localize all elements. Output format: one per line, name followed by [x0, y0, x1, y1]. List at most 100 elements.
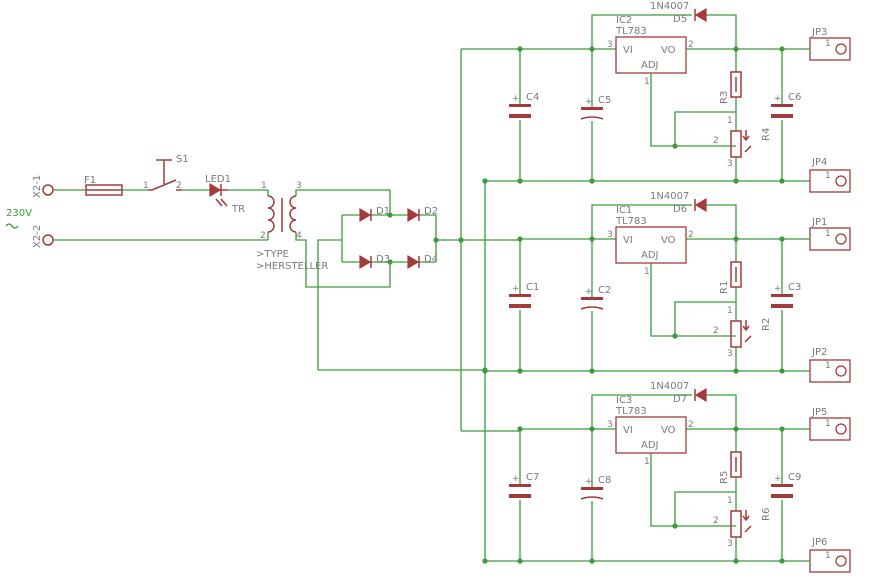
- svg-text:1: 1: [825, 229, 831, 239]
- pot-label: R6: [761, 508, 772, 521]
- bridge-d4: D4: [424, 254, 438, 265]
- svg-text:+: +: [774, 474, 782, 484]
- bridge-d1: D1: [376, 206, 390, 217]
- svg-text:2: 2: [713, 326, 719, 336]
- svg-text:+: +: [585, 477, 593, 487]
- cap-in-c1: +C1: [509, 282, 539, 308]
- connector-label: JP2: [811, 347, 827, 358]
- ic-part: TL783: [615, 406, 647, 417]
- connector-label: JP4: [811, 157, 827, 168]
- resistor-r3: R3: [719, 71, 742, 104]
- svg-text:+: +: [512, 284, 520, 294]
- mains-terminal-2: [42, 234, 54, 246]
- supply-bus: [460, 48, 520, 432]
- cap-mid-c8-label: C8: [598, 475, 611, 486]
- svg-text:1: 1: [644, 77, 650, 87]
- svg-text:VO: VO: [661, 235, 676, 246]
- transformer-tr: 1 2 3 4 TR >TYPE >HERSTELLER: [231, 181, 328, 272]
- cap-in-c4: + C4: [509, 92, 539, 118]
- svg-text:3: 3: [727, 539, 733, 549]
- svg-text:1: 1: [825, 361, 831, 371]
- svg-text:+: +: [585, 97, 593, 107]
- svg-text:ADJ: ADJ: [641, 60, 659, 71]
- svg-text:+: +: [585, 287, 593, 297]
- led-led1: LED1: [205, 174, 231, 207]
- cap-mid-c5: + C5: [580, 95, 611, 120]
- diode-ref: D6: [673, 204, 687, 215]
- resistor-r5: R5: [719, 451, 742, 484]
- connector-label: JP3: [811, 27, 827, 38]
- diode-ref: D5: [673, 14, 687, 25]
- cap-mid-c8: + C8: [580, 475, 611, 500]
- input-section: X2-1 X2-2 230V F1 S1 1 2 LED1: [5, 154, 391, 288]
- svg-text:+: +: [512, 474, 520, 484]
- diode-part: 1N4007: [650, 381, 689, 392]
- svg-text:2: 2: [713, 136, 719, 146]
- svg-text:1: 1: [825, 419, 831, 429]
- mains-voltage-label: 230V: [6, 208, 32, 219]
- svg-text:1: 1: [825, 39, 831, 49]
- ic-part: TL783: [615, 216, 647, 227]
- mains-terminal-2-label: X2-2: [32, 225, 43, 248]
- svg-text:1: 1: [727, 496, 733, 506]
- switch-label: S1: [176, 154, 189, 165]
- tr-manufacturer: >HERSTELLER: [256, 261, 328, 272]
- diode-ref: D7: [673, 394, 687, 405]
- pot-label: R2: [761, 318, 772, 331]
- mains-terminal-1-label: X2-1: [32, 175, 43, 198]
- ic-ref: IC3: [616, 395, 632, 406]
- cap-mid-c5-label: C5: [598, 95, 611, 106]
- svg-text:VO: VO: [661, 425, 676, 436]
- svg-text:1: 1: [644, 457, 650, 467]
- svg-text:VI: VI: [623, 45, 633, 56]
- resistor-label: R5: [719, 471, 730, 484]
- tr-label: TR: [231, 204, 245, 215]
- mains-terminal-1: [42, 184, 54, 196]
- tr-pin-1: 1: [261, 181, 267, 191]
- svg-text:2: 2: [688, 230, 694, 240]
- cap-out-c9-label: C9: [788, 472, 801, 483]
- svg-text:1: 1: [727, 306, 733, 316]
- svg-text:2: 2: [688, 40, 694, 50]
- tr-pin-4: 4: [296, 231, 302, 241]
- svg-text:1: 1: [825, 551, 831, 561]
- ic-ref: IC1: [616, 205, 632, 216]
- resistor-r1: R1: [719, 261, 742, 294]
- bridge-d2: D2: [424, 206, 438, 217]
- svg-text:3: 3: [607, 420, 613, 430]
- cap-in-c7: +C7: [509, 472, 539, 498]
- cap-out-c9: + C9: [771, 472, 801, 498]
- cap-out-c6: +C6: [771, 92, 801, 118]
- svg-text:3: 3: [727, 159, 733, 169]
- diode-part: 1N4007: [650, 1, 689, 12]
- svg-text:ADJ: ADJ: [641, 440, 659, 451]
- svg-text:+: +: [512, 94, 520, 104]
- svg-text:VI: VI: [623, 235, 633, 246]
- bridge-d3: D3: [376, 254, 390, 265]
- svg-text:1: 1: [825, 171, 831, 181]
- tr-pin-2: 2: [260, 231, 266, 241]
- svg-text:1: 1: [727, 116, 733, 126]
- cap-mid-c2-label: C2: [598, 285, 611, 296]
- diode-part: 1N4007: [650, 191, 689, 202]
- ac-symbol: [5, 223, 19, 229]
- cap-in-c4-label: C4: [526, 92, 539, 103]
- svg-text:2: 2: [688, 420, 694, 430]
- svg-text:VO: VO: [661, 45, 676, 56]
- svg-text:+: +: [774, 284, 782, 294]
- bridge-rectifier: D1 D2 D3 D4: [317, 206, 520, 370]
- svg-text:3: 3: [607, 40, 613, 50]
- svg-text:3: 3: [607, 230, 613, 240]
- cap-mid-c2: + C2: [580, 285, 611, 310]
- connector-label: JP1: [811, 217, 827, 228]
- svg-text:+: +: [774, 94, 782, 104]
